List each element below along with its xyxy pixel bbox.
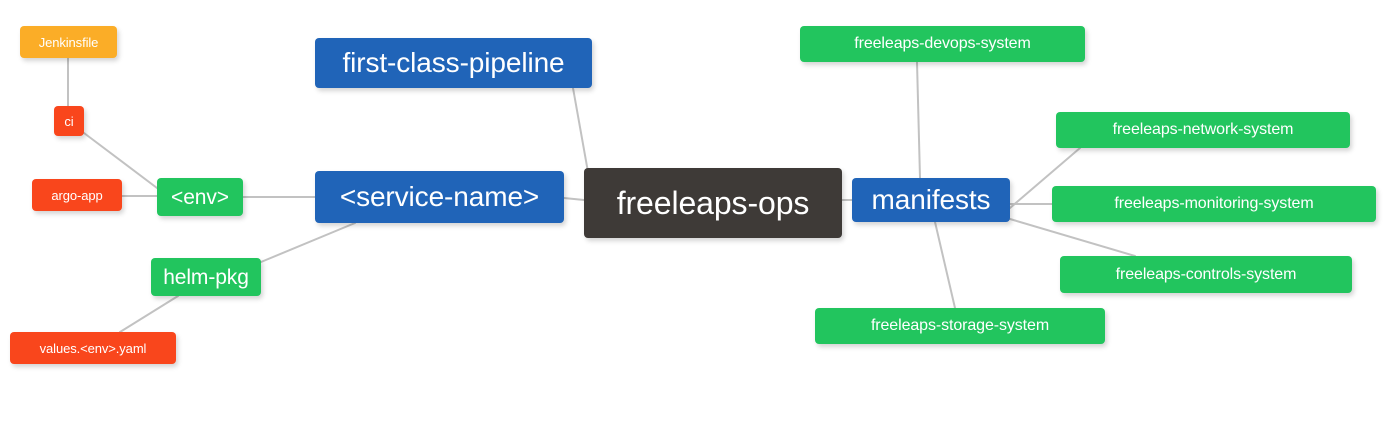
node-freeleaps-ops[interactable]: freeleaps-ops xyxy=(584,168,842,238)
edge-service-name-to-helm-pkg xyxy=(260,222,356,263)
node-label-service-name: <service-name> xyxy=(339,181,540,212)
edge-manifests-to-freeleaps-storage-system xyxy=(934,221,956,309)
edge-manifests-to-freeleaps-devops-system xyxy=(916,61,921,179)
node-label-first-class-pipeline: first-class-pipeline xyxy=(342,47,565,78)
node-label-argo-app: argo-app xyxy=(51,187,103,203)
node-env[interactable]: <env> xyxy=(157,178,243,216)
node-values-env-yaml[interactable]: values.<env>.yaml xyxy=(10,332,176,364)
node-label-values-env-yaml: values.<env>.yaml xyxy=(39,340,147,356)
node-freeleaps-monitoring-system[interactable]: freeleaps-monitoring-system xyxy=(1052,186,1376,222)
node-service-name[interactable]: <service-name> xyxy=(315,171,564,223)
node-label-env: <env> xyxy=(171,185,229,209)
edge-freeleaps-ops-to-first-class-pipeline xyxy=(572,87,589,173)
node-manifests[interactable]: manifests xyxy=(852,178,1010,222)
node-helm-pkg[interactable]: helm-pkg xyxy=(151,258,261,296)
edge-helm-pkg-to-values-env-yaml xyxy=(119,295,179,333)
node-first-class-pipeline[interactable]: first-class-pipeline xyxy=(315,38,592,88)
node-freeleaps-storage-system[interactable]: freeleaps-storage-system xyxy=(815,308,1105,344)
node-ci[interactable]: ci xyxy=(54,106,84,136)
node-label-freeleaps-devops-system: freeleaps-devops-system xyxy=(854,35,1031,52)
node-jenkinsfile[interactable]: Jenkinsfile xyxy=(20,26,117,58)
node-label-freeleaps-monitoring-system: freeleaps-monitoring-system xyxy=(1114,195,1314,212)
node-freeleaps-controls-system[interactable]: freeleaps-controls-system xyxy=(1060,256,1352,293)
node-label-freeleaps-controls-system: freeleaps-controls-system xyxy=(1115,265,1297,283)
node-label-ci: ci xyxy=(64,113,74,129)
edge-manifests-to-freeleaps-controls-system xyxy=(1009,218,1136,257)
node-label-freeleaps-storage-system: freeleaps-storage-system xyxy=(870,317,1050,334)
edge-freeleaps-ops-to-service-name xyxy=(563,197,585,201)
node-label-manifests: manifests xyxy=(871,184,991,215)
node-freeleaps-network-system[interactable]: freeleaps-network-system xyxy=(1056,112,1350,148)
node-argo-app[interactable]: argo-app xyxy=(32,179,122,211)
node-label-helm-pkg: helm-pkg xyxy=(163,265,249,289)
node-label-freeleaps-network-system: freeleaps-network-system xyxy=(1112,121,1294,138)
node-label-freeleaps-ops: freeleaps-ops xyxy=(616,185,810,221)
node-label-jenkinsfile: Jenkinsfile xyxy=(38,34,99,50)
node-freeleaps-devops-system[interactable]: freeleaps-devops-system xyxy=(800,26,1085,62)
